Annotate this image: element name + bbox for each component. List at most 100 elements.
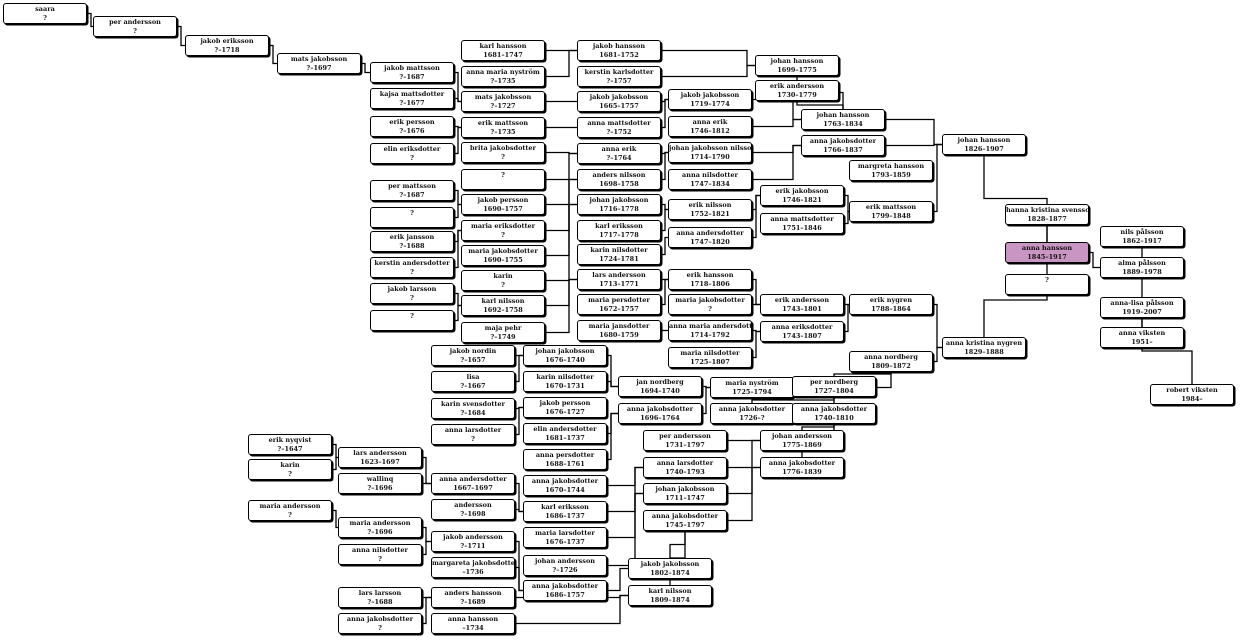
person-box[interactable]: wallinq?–1696 xyxy=(338,473,422,494)
person-box[interactable]: kerstin andersdotter? xyxy=(370,257,454,278)
person-box[interactable]: brita jakobsdotter? xyxy=(461,142,545,163)
person-box[interactable]: per andersson? xyxy=(93,16,177,37)
person-box[interactable]: jakob larsson? xyxy=(370,283,454,304)
person-box[interactable]: jakob andersson?–1711 xyxy=(431,531,515,552)
person-box[interactable]: karin? xyxy=(248,459,332,480)
person-box[interactable]: ? xyxy=(370,207,454,228)
person-box[interactable]: per mattsson?–1687 xyxy=(370,180,454,201)
person-box[interactable]: karin svensdotter?–1684 xyxy=(431,398,515,419)
person-box[interactable]: lars larsson?–1688 xyxy=(338,587,422,608)
person-box[interactable]: anna mattsdotter?–1752 xyxy=(577,117,661,138)
person-box[interactable]: maria andersson?–1696 xyxy=(338,517,422,538)
person-box[interactable]: johan andersson?–1726 xyxy=(523,555,607,576)
person-box[interactable]: maria eriksdotter? xyxy=(461,220,545,241)
person-box[interactable]: kerstin karlsdotter?–1757 xyxy=(577,66,661,87)
person-box[interactable]: jakob eriksson?–1718 xyxy=(185,35,269,56)
person-box[interactable]: anna jakobsdotter? xyxy=(338,613,422,634)
person-box[interactable]: mats jakobsson?–1697 xyxy=(277,53,361,74)
person-box[interactable]: anders hansson?–1689 xyxy=(431,587,515,608)
person-box[interactable]: jakob nordin?–1657 xyxy=(431,345,515,366)
person-box[interactable]: anna hansson–1734 xyxy=(431,613,515,634)
person-box[interactable]: ? xyxy=(1005,274,1089,295)
person-box[interactable]: maria andersson? xyxy=(248,500,332,521)
person-box[interactable]: jakob mattsson?–1687 xyxy=(370,62,454,83)
person-box[interactable]: margareta jakobsdotter–1736 xyxy=(431,557,515,578)
person-box[interactable]: kajsa mattsdotter?–1677 xyxy=(370,88,454,109)
person-box[interactable]: erik persson?–1676 xyxy=(370,116,454,137)
person-box[interactable]: saara? xyxy=(3,3,87,24)
person-box[interactable]: erik mattsson?–1735 xyxy=(461,117,545,138)
person-box[interactable]: maria jakobsdotter? xyxy=(668,294,752,315)
person-box[interactable]: anna nilsdotter? xyxy=(338,544,422,565)
person-box[interactable]: ? xyxy=(461,169,545,190)
person-box[interactable]: maja pehr?–1749 xyxy=(461,322,545,343)
person-box[interactable]: erik jansson?–1688 xyxy=(370,231,454,252)
person-box[interactable]: anna erik?–1764 xyxy=(577,143,661,164)
person-box[interactable]: ? xyxy=(370,310,454,331)
person-box[interactable]: andersson?–1698 xyxy=(431,499,515,520)
person-box[interactable]: lisa?–1667 xyxy=(431,371,515,392)
person-box[interactable]: mats jakobsson?–1727 xyxy=(461,91,545,112)
